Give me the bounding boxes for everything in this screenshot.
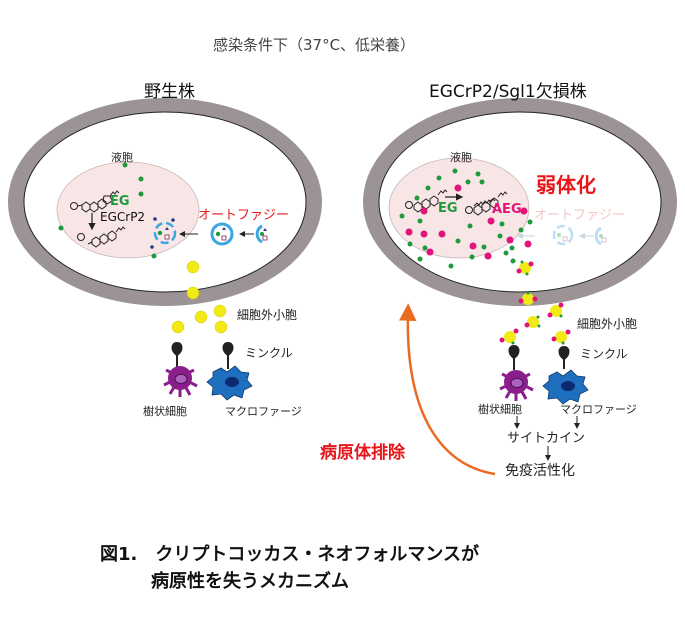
condition-heading: 感染条件下（37°C、低栄養） bbox=[213, 36, 416, 54]
macrophage-icon bbox=[542, 369, 589, 405]
eg-particles bbox=[58, 162, 157, 259]
autophagosome-icon-faded bbox=[552, 224, 574, 246]
macrophage-label: マクロファージ bbox=[560, 403, 637, 416]
eg-molecule-icon bbox=[70, 190, 120, 213]
extracellular-vesicles bbox=[171, 260, 228, 334]
mincle-label: ミンクル bbox=[245, 346, 293, 360]
ev-label: 細胞外小胞 bbox=[237, 308, 298, 322]
autophagy-label: オートファジー bbox=[198, 208, 290, 223]
eg-label: EG bbox=[110, 194, 130, 209]
mincle-label: ミンクル bbox=[580, 347, 628, 361]
wild-type-title: 野生株 bbox=[144, 82, 195, 102]
clearance-arrow-icon bbox=[399, 303, 496, 476]
phagophore-icon bbox=[255, 224, 268, 244]
autophagosome-icon bbox=[210, 222, 234, 246]
cytokine-label: サイトカイン bbox=[507, 431, 586, 446]
aeg-molecule-icon bbox=[465, 191, 508, 216]
weakened-label: 弱体化 bbox=[536, 173, 596, 197]
mincle-receptor-icon bbox=[508, 344, 570, 370]
pathogen-clearance-label: 病原体排除 bbox=[320, 443, 405, 463]
eg-particles bbox=[399, 168, 533, 269]
phagophore-icon-faded bbox=[594, 226, 607, 246]
ev-label: 細胞外小胞 bbox=[577, 317, 638, 331]
loaded-extracellular-vesicles bbox=[499, 260, 571, 345]
dendritic-cell-icon bbox=[163, 366, 198, 397]
aeg-label: AEG bbox=[492, 202, 522, 217]
vacuole bbox=[56, 161, 200, 259]
mutant-title: EGCrP2/Sgl1欠損株 bbox=[429, 82, 587, 102]
wild-type-cell: EG EGCrP2 bbox=[8, 98, 322, 401]
autophagosome-fusing-icon bbox=[150, 217, 177, 249]
mincle-receptor-icon bbox=[171, 341, 234, 369]
aeg-particles bbox=[405, 184, 532, 260]
dendritic-cell-label: 樹状細胞 bbox=[478, 403, 522, 416]
ceramide-molecule-icon bbox=[77, 226, 126, 248]
figure-caption: 図1. クリプトコッカス・ネオフォルマンスが 病原性を失うメカニズム bbox=[100, 541, 479, 595]
enzyme-label: EGCrP2 bbox=[100, 210, 145, 224]
macrophage-label: マクロファージ bbox=[225, 405, 302, 418]
macrophage-icon bbox=[206, 365, 253, 401]
autophagy-label-faded: オートファジー bbox=[534, 208, 625, 223]
mutant-cell: EG AEG 弱体化 オートファジー bbox=[363, 98, 677, 476]
immune-activation-label: 免疫活性化 bbox=[505, 463, 575, 479]
vacuole-label: 液胞 bbox=[450, 151, 472, 164]
eg-label: EG bbox=[438, 201, 458, 216]
caption-line-1: 図1. クリプトコッカス・ネオフォルマンスが bbox=[100, 544, 480, 565]
caption-line-2: 病原性を失うメカニズム bbox=[151, 571, 349, 592]
vacuole-label: 液胞 bbox=[111, 151, 133, 164]
dendritic-cell-label: 樹状細胞 bbox=[143, 405, 187, 418]
dendritic-cell-icon bbox=[499, 370, 534, 401]
